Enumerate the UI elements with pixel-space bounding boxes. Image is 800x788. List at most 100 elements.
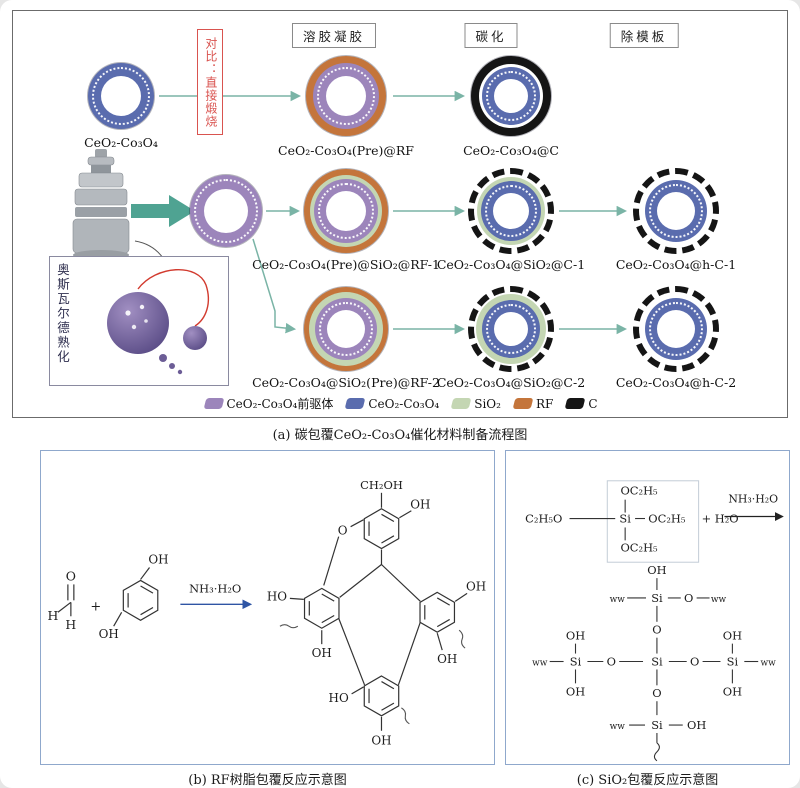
legend: CeO₂-Co₃O₄前驱体 CeO₂-Co₃O₄ SiO₂ RF C bbox=[13, 395, 789, 412]
rf-polymer-structure: CH₂OH bbox=[267, 478, 486, 748]
formula-o: O bbox=[338, 524, 348, 538]
ring-sio2-c-2 bbox=[468, 286, 554, 372]
stage-label-sol-gel: 溶胶凝胶 bbox=[291, 23, 377, 48]
reagent-label: NH₃·H₂O bbox=[189, 581, 241, 595]
formula-o: O bbox=[652, 623, 661, 637]
formula-oh: OH bbox=[566, 629, 585, 643]
formula-oh: OH bbox=[410, 498, 430, 512]
silica-network-structure: OH ww Si O ww O ww Si O Si O Si ww OH OH… bbox=[532, 563, 776, 762]
formula-h: H bbox=[48, 608, 59, 623]
flow-arrows bbox=[131, 90, 628, 335]
resorcinol-structure: OH OH bbox=[99, 553, 169, 642]
formula-oh: OH bbox=[466, 579, 486, 593]
stage-label-carbonization: 碳化 bbox=[464, 23, 518, 48]
legend-label-carbon: C bbox=[588, 396, 598, 411]
formula-ho: HO bbox=[267, 589, 287, 603]
legend-label-sio2: SiO₂ bbox=[474, 396, 501, 411]
chain-squiggle: ww bbox=[760, 658, 776, 668]
legend-item-carbon: C bbox=[564, 396, 598, 411]
rf-reaction-scheme: O H H + OH OH bbox=[48, 478, 487, 748]
ring-h-c-1 bbox=[633, 168, 719, 254]
caption-panel-c: (c) SiO₂包覆反应示意图 bbox=[576, 773, 719, 788]
formula-si: Si bbox=[651, 654, 663, 668]
legend-label-precursor: CeO₂-Co₃O₄前驱体 bbox=[226, 397, 334, 411]
formula-oh: OH bbox=[371, 734, 391, 748]
label-sio2-pre-rf-2: CeO₂-Co₃O₄@SiO₂(Pre)@RF-2 bbox=[252, 375, 440, 390]
label-pre-rf: CeO₂-Co₃O₄(Pre)@RF bbox=[278, 143, 414, 158]
formula-si: Si bbox=[570, 654, 582, 668]
label-h-c-1: CeO₂-Co₃O₄@h-C-1 bbox=[615, 257, 737, 272]
ostwald-illustration bbox=[107, 269, 210, 375]
formula-si: Si bbox=[619, 511, 631, 525]
legend-label-rf: RF bbox=[535, 396, 554, 411]
panel-c: OC₂H₅ C₂H₅O Si OC₂H₅ OC₂H₅ + H₂O NH₃·H₂O… bbox=[505, 450, 790, 765]
formula-c2h5o: C₂H₅O bbox=[525, 511, 562, 525]
formula-oc2h5: OC₂H₅ bbox=[620, 540, 658, 554]
ring-sio2-pre-rf-2 bbox=[304, 287, 388, 371]
formula-ho: HO bbox=[329, 691, 349, 705]
stage-label-template-removal: 除模板 bbox=[609, 23, 679, 48]
label-sio2-c-1: CeO₂-Co₃O₄@SiO₂@C-1 bbox=[436, 257, 586, 272]
panel-b: O H H + OH OH bbox=[40, 450, 495, 765]
ring-sio2-c-1 bbox=[468, 168, 554, 254]
ring-ceo2-co3o4 bbox=[88, 63, 154, 129]
formula-oh: OH bbox=[566, 684, 585, 698]
legend-label-oxide: CeO₂-Co₃O₄ bbox=[368, 396, 440, 411]
ostwald-note: 奥斯瓦尔德熟化 bbox=[55, 263, 70, 365]
teos-structure: OC₂H₅ C₂H₅O Si OC₂H₅ OC₂H₅ + H₂O bbox=[525, 480, 739, 563]
ring-h-c-2 bbox=[633, 286, 719, 372]
formula-h: H bbox=[65, 617, 76, 632]
sio2-reaction-scheme: OC₂H₅ C₂H₅O Si OC₂H₅ OC₂H₅ + H₂O NH₃·H₂O… bbox=[525, 480, 784, 762]
label-ceo2-co3o4: CeO₂-Co₃O₄ bbox=[84, 135, 158, 150]
ring-pre-sio2-rf-1 bbox=[304, 169, 388, 253]
formula-oc2h5: OC₂H₅ bbox=[620, 484, 658, 498]
label-sio2-c-2: CeO₂-Co₃O₄@SiO₂@C-2 bbox=[436, 375, 586, 390]
formula-oh: OH bbox=[723, 684, 742, 698]
formula-o: O bbox=[66, 568, 76, 583]
label-pre-sio2-rf-1: CeO₂-Co₃O₄(Pre)@SiO₂@RF-1 bbox=[252, 257, 440, 272]
formula-oh: OH bbox=[99, 627, 119, 641]
ring-precursor bbox=[190, 175, 262, 247]
ring-pre-rf bbox=[306, 56, 386, 136]
formula-oh: OH bbox=[687, 718, 706, 732]
chain-squiggle: ww bbox=[711, 595, 727, 605]
label-carbon-coated: CeO₂-Co₃O₄@C bbox=[463, 143, 559, 158]
chain-squiggle: ww bbox=[610, 595, 626, 605]
formula-oh: OH bbox=[723, 629, 742, 643]
formula-o: O bbox=[607, 654, 616, 668]
legend-item-sio2: SiO₂ bbox=[450, 396, 501, 411]
label-h-c-2: CeO₂-Co₃O₄@h-C-2 bbox=[615, 375, 737, 390]
formula-o: O bbox=[652, 686, 661, 700]
panel-a: 溶胶凝胶 碳化 除模板 对比：直接煅烧 奥斯瓦尔德熟化 bbox=[12, 10, 788, 418]
ostwald-ripening-box: 奥斯瓦尔德熟化 bbox=[49, 256, 229, 386]
formula-o: O bbox=[690, 654, 699, 668]
formaldehyde-structure: O H H bbox=[48, 568, 77, 632]
big-arrow-icon bbox=[131, 195, 195, 227]
formula-si: Si bbox=[727, 654, 739, 668]
silica-bond-lines bbox=[549, 578, 759, 762]
formula-si: Si bbox=[651, 718, 663, 732]
legend-swatch-oxide bbox=[344, 398, 366, 409]
legend-item-precursor: CeO₂-Co₃O₄前驱体 bbox=[203, 395, 334, 412]
legend-item-oxide: CeO₂-Co₃O₄ bbox=[344, 396, 440, 411]
formula-oh: OH bbox=[437, 652, 457, 666]
formula-oh: OH bbox=[647, 563, 666, 577]
formula-ch2oh: CH₂OH bbox=[360, 478, 403, 492]
chain-squiggle: ww bbox=[610, 722, 626, 732]
process-arrows bbox=[159, 90, 628, 335]
plus-h2o: + H₂O bbox=[702, 511, 739, 525]
legend-swatch-carbon bbox=[564, 398, 586, 409]
formula-oc2h5: OC₂H₅ bbox=[648, 511, 686, 525]
chain-squiggle: ww bbox=[532, 658, 548, 668]
reagent-label: NH₃·H₂O bbox=[728, 493, 778, 506]
legend-item-rf: RF bbox=[512, 396, 554, 411]
formula-o: O bbox=[684, 591, 693, 605]
legend-swatch-rf bbox=[512, 398, 534, 409]
legend-swatch-precursor bbox=[203, 398, 224, 409]
formula-si: Si bbox=[651, 591, 663, 605]
formula-oh: OH bbox=[148, 553, 168, 567]
caption-panel-a: (a) 碳包覆CeO₂-Co₃O₄催化材料制备流程图 bbox=[272, 428, 528, 443]
plus-sign: + bbox=[90, 599, 101, 614]
formula-oh: OH bbox=[312, 646, 332, 660]
